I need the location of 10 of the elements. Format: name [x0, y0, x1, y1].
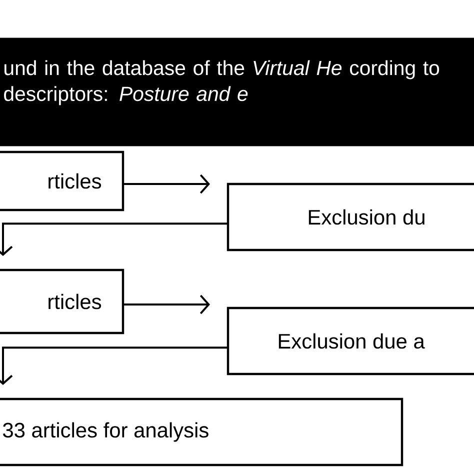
arrow [123, 294, 210, 314]
process-box: Exclusion due a [226, 306, 474, 376]
header-band: und in the database of the Virtual He cording to descriptors: Posture and e [0, 38, 474, 146]
arrow [123, 174, 210, 194]
arrow [0, 346, 228, 385]
process-box: rticles [0, 268, 124, 334]
process-box: Exclusion du [226, 182, 474, 252]
process-box: rticles [0, 150, 124, 212]
process-box: 33 articles for analysis [0, 398, 404, 466]
arrow [0, 222, 228, 256]
